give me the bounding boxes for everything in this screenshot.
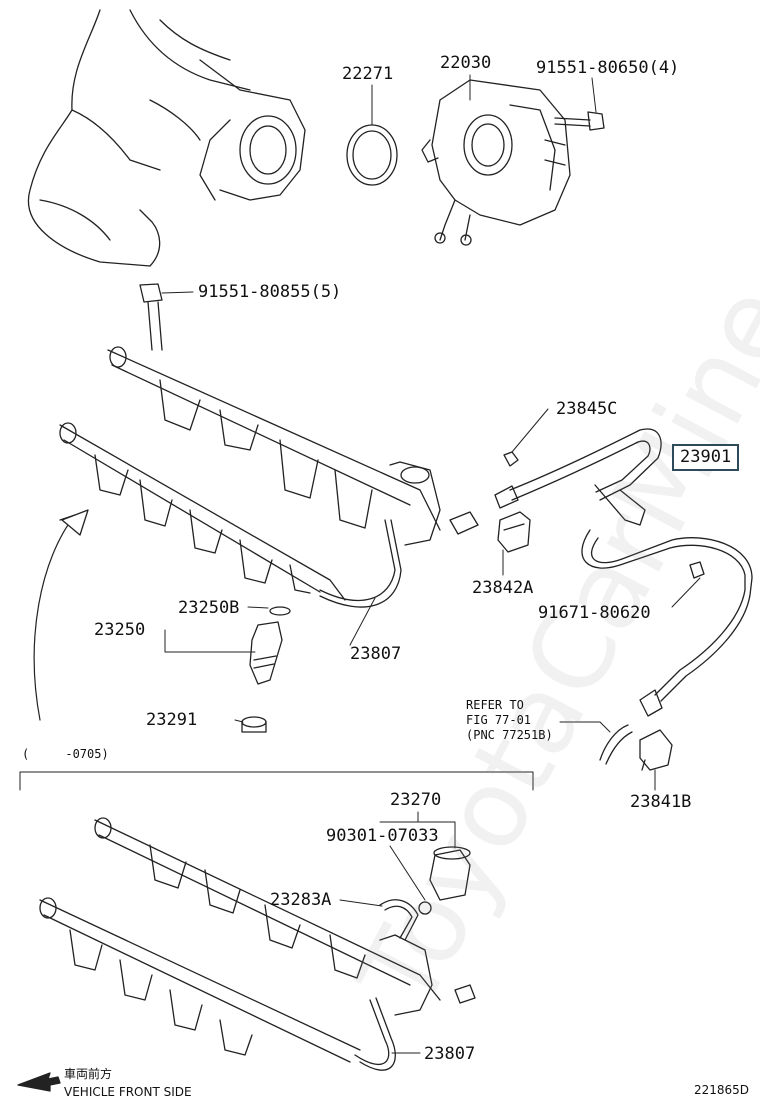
pressure-regulator-23270[interactable] (418, 846, 471, 915)
connector-23841B[interactable] (599, 724, 673, 771)
part-label-23845C[interactable]: 23845C (556, 399, 618, 419)
bolt-91551-80650[interactable] (554, 111, 605, 131)
injector-23250[interactable] (241, 606, 291, 733)
part-label-23901[interactable]: 23901 (672, 444, 740, 471)
throttle-body-22030[interactable] (421, 79, 571, 246)
front-direction-arrow (33, 509, 89, 721)
front-side-en: VEHICLE FRONT SIDE (64, 1085, 192, 1099)
part-label-91551-80650[interactable]: 91551-80650(4) (536, 58, 680, 78)
fuel-rail-lower (59, 422, 346, 601)
part-label-23250B[interactable]: 23250B (178, 598, 240, 618)
connector-23842A[interactable] (497, 511, 531, 553)
part-label-90301-07033[interactable]: 90301-07033 (326, 826, 439, 846)
part-label-22030[interactable]: 22030 (440, 53, 492, 73)
fuel-rail-lower-variant (39, 817, 476, 1063)
leader-lines (161, 74, 701, 1054)
refer-note-line1: REFER TO (466, 698, 524, 712)
refer-note: REFER TO FIG 77-01 (PNC 77251B) (466, 698, 553, 743)
part-label-23841B[interactable]: 23841B (630, 792, 692, 812)
part-label-23842A[interactable]: 23842A (472, 578, 534, 598)
clip-23283A[interactable] (379, 899, 419, 941)
fuel-pipe-23807-top[interactable] (319, 519, 402, 608)
vehicle-front-arrow-icon (17, 1072, 61, 1092)
fuel-hose-23901[interactable] (494, 428, 753, 717)
bolt-91551-80855[interactable] (139, 283, 163, 351)
refer-note-line3: (PNC 77251B) (466, 728, 553, 742)
front-side-jp: 車両前方 (64, 1067, 113, 1081)
gasket-22271[interactable] (346, 124, 398, 186)
fuel-rail-upper (107, 346, 479, 546)
part-label-91551-80855[interactable]: 91551-80855(5) (198, 282, 342, 302)
part-label-91671-80620[interactable]: 91671-80620 (538, 603, 651, 623)
diagram-code: 221865D (694, 1083, 750, 1097)
part-label-23250[interactable]: 23250 (94, 620, 146, 640)
clip-23845C[interactable] (503, 451, 519, 467)
part-label-22271[interactable]: 22271 (342, 64, 394, 84)
fuel-pipe-23807-bottom[interactable] (354, 997, 396, 1071)
part-label-23283A[interactable]: 23283A (270, 890, 332, 910)
part-label-23291[interactable]: 23291 (146, 710, 198, 730)
range-bracket (19, 771, 534, 791)
bolt-91671-80620[interactable] (689, 561, 705, 579)
part-label-23807-bottom[interactable]: 23807 (424, 1044, 476, 1064)
intake-manifold (27, 9, 306, 267)
refer-note-line2: FIG 77-01 (466, 713, 532, 727)
part-label-23807-top[interactable]: 23807 (350, 644, 402, 664)
part-label-23270[interactable]: 23270 (390, 790, 442, 810)
range-note: ( -0705) (22, 747, 109, 761)
